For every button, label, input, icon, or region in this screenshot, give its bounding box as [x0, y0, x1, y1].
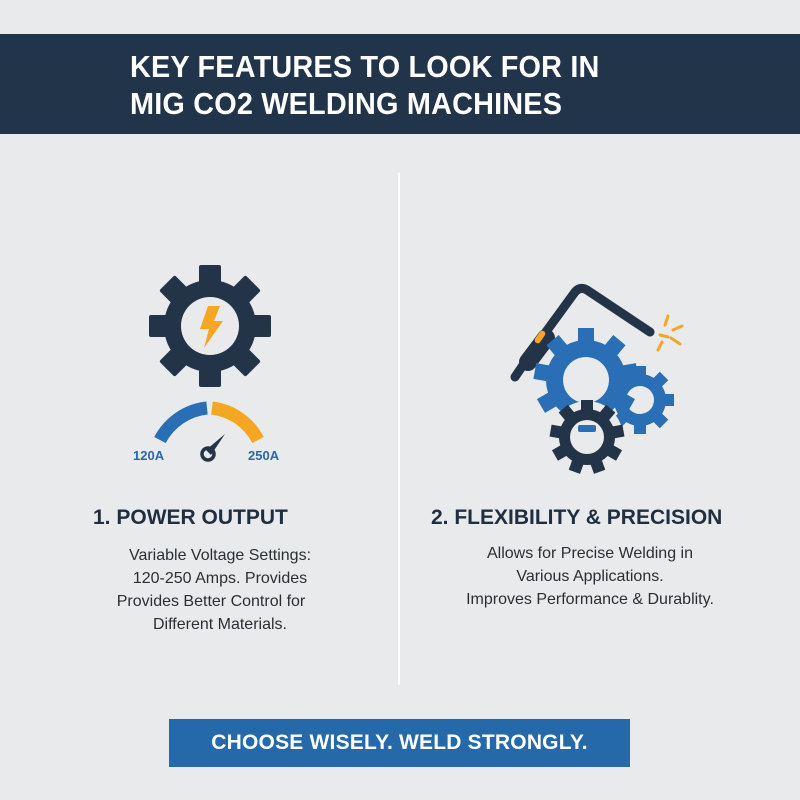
amperage-gauge: [150, 398, 270, 468]
header-banner: KEY FEATURES TO LOOK FOR IN MIG CO2 WELD…: [0, 34, 800, 134]
welding-torch-icon: [510, 283, 655, 382]
gauge-min-label: 120A: [133, 448, 165, 463]
column-divider: [398, 173, 400, 685]
gears-icon: [510, 283, 684, 474]
page-title-line-1: KEY FEATURES TO LOOK FOR IN: [130, 49, 600, 84]
feature-title-flexibility-precision: 2. FLEXIBILITY & PRECISION: [431, 506, 723, 529]
description-line: Different Materials.: [153, 616, 287, 633]
gear-icon: [149, 265, 271, 387]
description-line: 120-250 Amps. Provides: [132, 570, 308, 587]
dark-gear-icon: [549, 400, 625, 474]
description-line: Various Applications.: [516, 568, 664, 585]
gauge-max-label: 250A: [248, 448, 280, 463]
description-line: Allows for Precise Welding in: [486, 545, 693, 562]
feature-title-power-output: 1. POWER OUTPUT: [93, 506, 288, 529]
feature-description-flexibility-precision: Allows for Precise Welding in Various Ap…: [430, 542, 750, 611]
description-line: Provides Better Control for: [116, 593, 306, 610]
gear-lightning-icon: [148, 264, 272, 388]
description-line: Improves Performance & Durablity.: [466, 591, 714, 608]
description-line: Variable Voltage Settings:: [128, 547, 312, 564]
gauge-needle-icon: [206, 434, 225, 455]
feature-description-power-output: Variable Voltage Settings: 120-250 Amps.…: [70, 544, 370, 636]
page-title: KEY FEATURES TO LOOK FOR IN MIG CO2 WELD…: [130, 48, 600, 122]
page-title-line-2: MIG CO2 WELDING MACHINES: [130, 86, 563, 121]
tagline-banner: CHOOSE WISELY. WELD STRONGLY.: [169, 719, 630, 767]
tagline-text: CHOOSE WISELY. WELD STRONGLY.: [211, 731, 588, 754]
lightning-bolt-icon: [200, 306, 223, 348]
spark-icon: [656, 314, 684, 352]
gauge-icon: [154, 401, 264, 462]
welding-torch-gears-icon: [490, 280, 690, 480]
